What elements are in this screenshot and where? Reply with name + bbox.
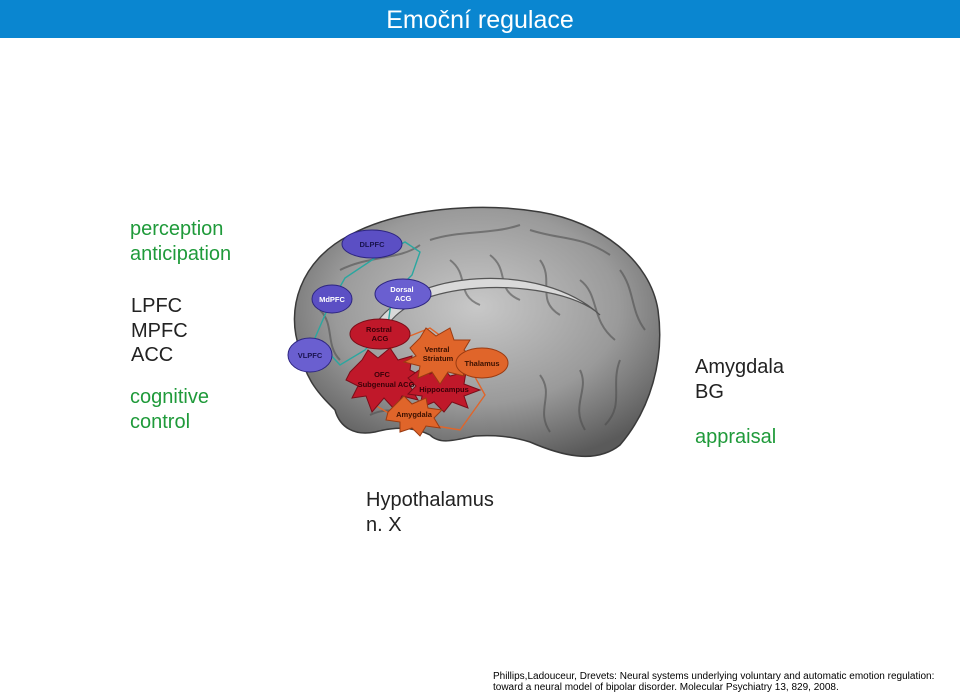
dorsal-acg-line2: ACG bbox=[395, 294, 412, 303]
rostral-acg-text: Rostral ACG bbox=[366, 325, 394, 343]
region-dlpfc bbox=[341, 229, 403, 259]
cognitive-control-label: cognitive control bbox=[130, 386, 209, 433]
amygdala-bg-label: Amygdala BG bbox=[695, 356, 784, 403]
ventral-striatum-line2: Striatum bbox=[423, 354, 454, 363]
dlpfc-text: DLPFC bbox=[360, 240, 386, 249]
hypothalamus-label: Hypothalamus n. X bbox=[366, 489, 494, 536]
slide-title: Emoční regulace bbox=[386, 6, 574, 34]
citation: Phillips,Ladouceur, Drevets: Neural syst… bbox=[493, 671, 953, 693]
region-amygdala bbox=[385, 395, 444, 437]
pfc-regions-label: LPFC MPFC ACC bbox=[131, 295, 188, 366]
title-bar bbox=[0, 0, 960, 38]
brain-diagram: DLPFC MdPFC Dorsal ACG VLPFC Rostral ACG… bbox=[287, 206, 661, 457]
ventral-striatum-line1: Ventral bbox=[424, 345, 449, 354]
mdpfc-text: MdPFC bbox=[319, 295, 345, 304]
citation-line-1: Phillips,Ladouceur, Drevets: Neural syst… bbox=[493, 671, 935, 682]
dorsal-acg-line1: Dorsal bbox=[390, 285, 413, 294]
region-thalamus bbox=[455, 347, 509, 379]
vlpfc-text: VLPFC bbox=[298, 351, 323, 360]
rostral-acg-line1: Rostral bbox=[366, 325, 392, 334]
region-rostral-acg bbox=[349, 318, 411, 350]
perception-anticipation-label: perception anticipation bbox=[130, 218, 232, 265]
amygdala-text: Amygdala bbox=[396, 410, 433, 419]
region-vlpfc bbox=[287, 337, 333, 373]
rostral-acg-line2: ACG bbox=[372, 334, 389, 343]
region-mdpfc bbox=[311, 284, 353, 314]
thalamus-text: Thalamus bbox=[464, 359, 499, 368]
region-dorsal-acg bbox=[374, 278, 432, 310]
citation-line-2: toward a neural model of bipolar disorde… bbox=[493, 682, 839, 693]
subgenual-text: Subgenual ACG bbox=[358, 380, 415, 389]
appraisal-label: appraisal bbox=[695, 426, 777, 448]
ventral-striatum-text: Ventral Striatum bbox=[423, 345, 454, 363]
dorsal-acg-text: Dorsal ACG bbox=[390, 285, 415, 303]
ofc-text: OFC bbox=[374, 370, 390, 379]
hippocampus-text: Hippocampus bbox=[419, 385, 469, 394]
